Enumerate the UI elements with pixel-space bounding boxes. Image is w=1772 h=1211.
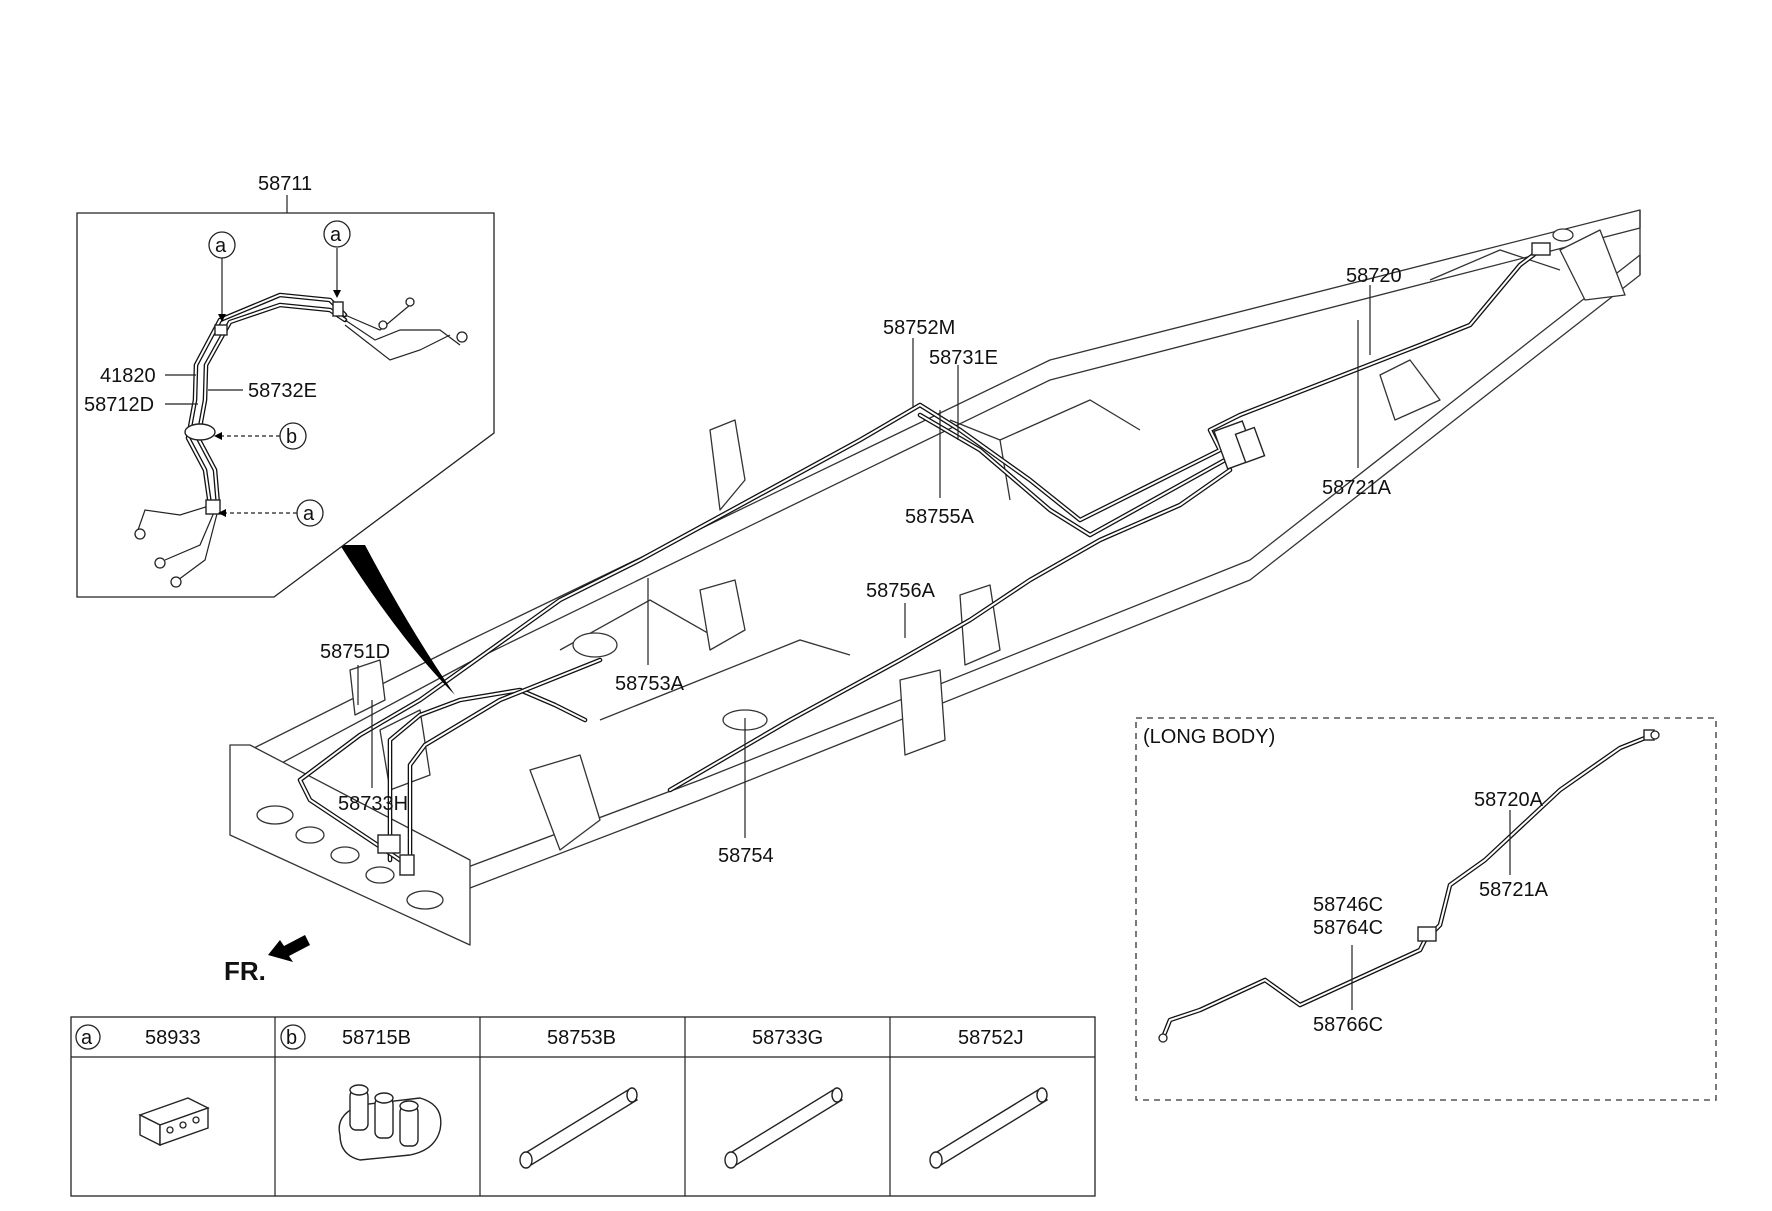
- callout-58731e: 58731E: [929, 347, 998, 369]
- callout-58721a-long: 58721A: [1479, 879, 1549, 901]
- long-body-inset: (LONG BODY) 58720A 58721A 58746C 58764C …: [1135, 717, 1717, 1101]
- callout-58756a: 58756A: [866, 580, 936, 602]
- callout-58720: 58720: [1346, 265, 1402, 287]
- front-arrow-icon: [268, 935, 310, 962]
- callout-58752m: 58752M: [883, 317, 955, 339]
- table-marker-a: a: [81, 1027, 93, 1049]
- grommet-58715b-icon: [338, 1084, 442, 1161]
- callout-58754: 58754: [718, 845, 774, 867]
- callout-41820: 41820: [100, 365, 156, 387]
- callout-58755a: 58755A: [905, 506, 975, 528]
- front-direction-indicator: FR.: [224, 935, 310, 986]
- main-brake-pipes: [297, 242, 1551, 876]
- parts-table: a 58933 b 58715B 58753B 58733G 58752J: [70, 1016, 1096, 1197]
- table-marker-b: b: [286, 1027, 297, 1049]
- main-callouts: 58752M 58731E 58720 58721A 58755A 58756A…: [320, 265, 1402, 867]
- callout-leaders: [357, 285, 1371, 838]
- callout-58753a: 58753A: [615, 673, 685, 695]
- front-label: FR.: [224, 956, 266, 986]
- callout-58746c: 58746C: [1313, 894, 1383, 916]
- callout-58733h: 58733H: [338, 793, 408, 815]
- marker-a-2: a: [330, 224, 342, 246]
- callout-58711: 58711: [258, 173, 312, 195]
- chassis-frame: [229, 209, 1641, 946]
- callout-58751d: 58751D: [320, 641, 390, 663]
- tube-58752j-icon: [929, 1087, 1049, 1169]
- long-body-title: (LONG BODY): [1143, 726, 1275, 748]
- clip-58933-icon: [138, 1097, 210, 1147]
- tube-58733g-icon: [724, 1087, 844, 1169]
- table-header-58933: 58933: [145, 1027, 201, 1049]
- callout-58721a: 58721A: [1322, 477, 1392, 499]
- callout-58766c: 58766C: [1313, 1014, 1383, 1036]
- tube-58753b-icon: [519, 1087, 639, 1169]
- callout-58732e: 58732E: [248, 380, 317, 402]
- table-header-58733g: 58733G: [752, 1027, 823, 1049]
- callout-58764c: 58764C: [1313, 917, 1383, 939]
- marker-a-1: a: [215, 235, 227, 257]
- table-header-58715b: 58715B: [342, 1027, 411, 1049]
- callout-58712d: 58712D: [84, 394, 154, 416]
- marker-b: b: [286, 426, 297, 448]
- marker-a-3: a: [303, 503, 315, 525]
- table-header-58752j: 58752J: [958, 1027, 1024, 1049]
- inset-leader-arrow: [340, 545, 455, 695]
- inset-58711: 58711 a: [76, 173, 495, 598]
- table-header-58753b: 58753B: [547, 1027, 616, 1049]
- callout-58720a: 58720A: [1474, 789, 1544, 811]
